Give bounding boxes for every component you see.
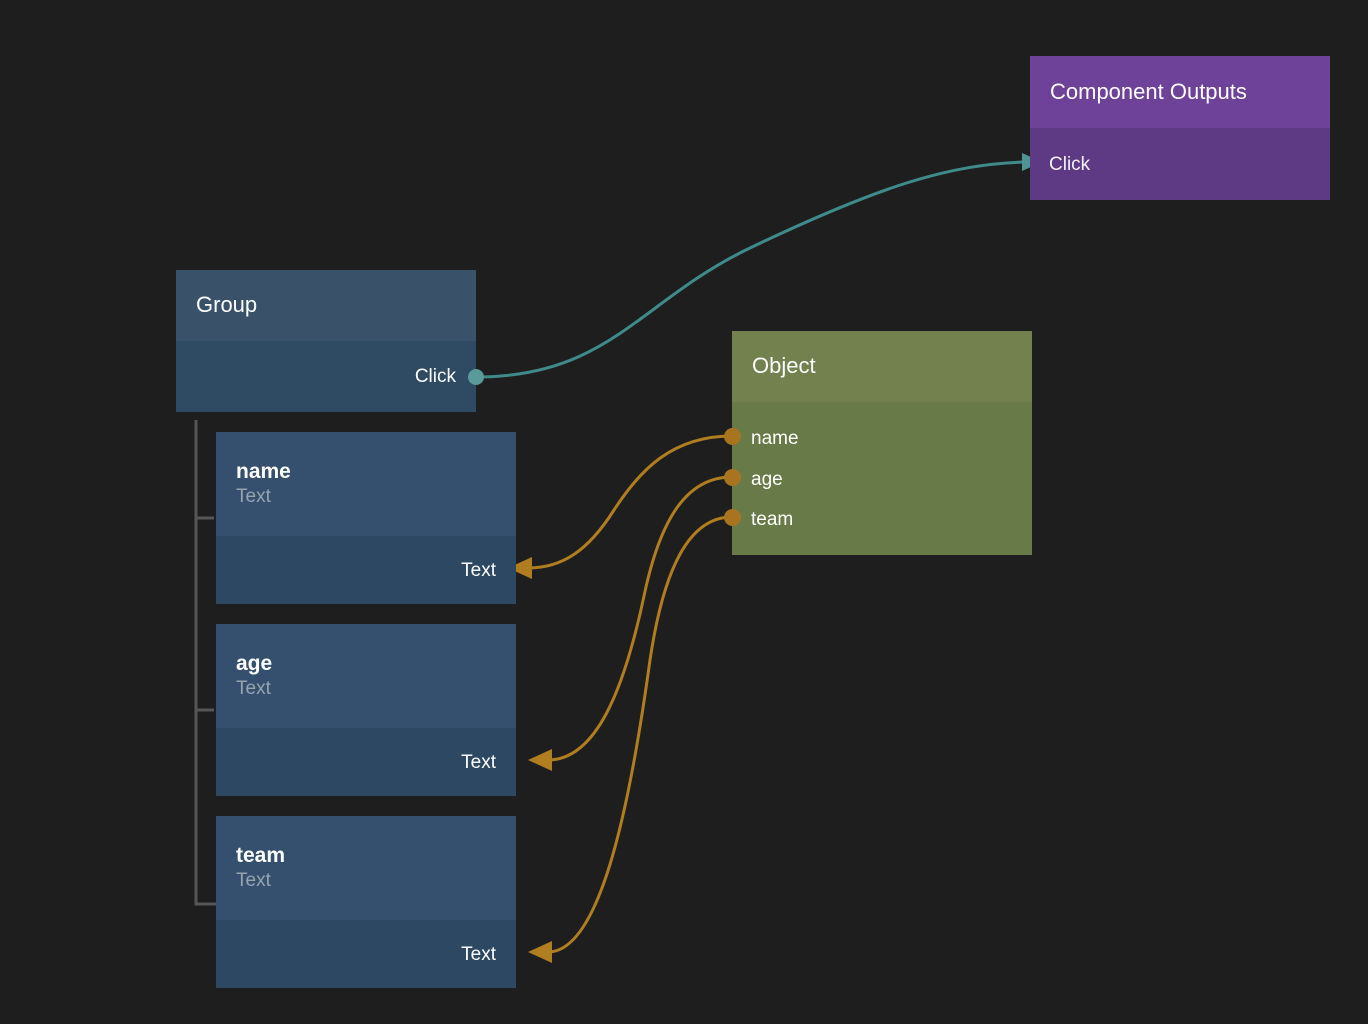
node-field-age-type: Text [236,677,271,699]
output-port-click-dot[interactable] [468,369,484,385]
node-field-name-body: Text [216,536,516,604]
node-field-age-body: Text [216,728,516,796]
node-component-outputs-title: Component Outputs [1050,78,1247,104]
node-field-team-output-port[interactable]: Text [461,942,516,966]
output-port-click[interactable]: Click [415,364,476,388]
input-port-click[interactable]: Click [1030,152,1090,176]
input-port-team[interactable]: team [732,507,793,531]
node-field-team-title: team [236,843,286,867]
input-port-age-dot[interactable] [724,469,741,486]
node-group[interactable]: Group Click [176,270,476,412]
node-field-name-output-port[interactable]: Text [461,558,516,582]
node-component-outputs[interactable]: Component Outputs Click [1030,56,1330,200]
input-port-name-label: name [751,427,799,449]
input-port-name[interactable]: name [732,426,799,450]
node-field-name-type: Text [236,485,271,507]
input-port-click-label: Click [1049,153,1091,175]
node-object-header[interactable]: Object [732,331,1032,402]
node-field-age-output-label: Text [461,751,496,773]
node-group-title: Group [196,292,258,318]
input-port-age[interactable]: age [732,467,783,491]
node-field-team-header[interactable]: team Text [216,816,516,920]
input-port-team-label: team [751,508,794,530]
node-field-age-output-port[interactable]: Text [461,750,516,774]
node-field-age[interactable]: age Text Text [216,624,516,796]
output-port-click-label: Click [414,365,456,387]
node-field-team-output-label: Text [461,943,496,965]
node-component-outputs-body: Click [1030,128,1330,200]
wire-object-name-to-field-name [527,434,733,570]
node-group-header[interactable]: Group [176,270,476,341]
node-object-title: Object [752,353,816,379]
wire-arrowhead-field-team-text [528,941,552,963]
wire-arrowhead-field-age-text [528,749,552,771]
node-group-body: Click [176,341,476,412]
node-object-body: name age team [732,402,1032,555]
node-field-age-header[interactable]: age Text [216,624,516,728]
input-port-age-label: age [751,468,783,490]
node-field-age-title: age [236,651,273,675]
input-port-name-dot[interactable] [724,428,741,445]
node-field-name-title: name [236,459,291,483]
node-object[interactable]: Object name age team [732,331,1032,555]
node-component-outputs-header[interactable]: Component Outputs [1030,56,1330,128]
wire-object-team-to-field-team [547,515,733,954]
node-field-name-header[interactable]: name Text [216,432,516,536]
wire-object-age-to-field-age [547,475,733,762]
node-field-team-body: Text [216,920,516,988]
node-field-name[interactable]: name Text Text [216,432,516,604]
node-field-team-type: Text [236,869,271,891]
node-field-name-output-label: Text [461,559,496,581]
node-field-team[interactable]: team Text Text [216,816,516,988]
input-port-team-dot[interactable] [724,509,741,526]
